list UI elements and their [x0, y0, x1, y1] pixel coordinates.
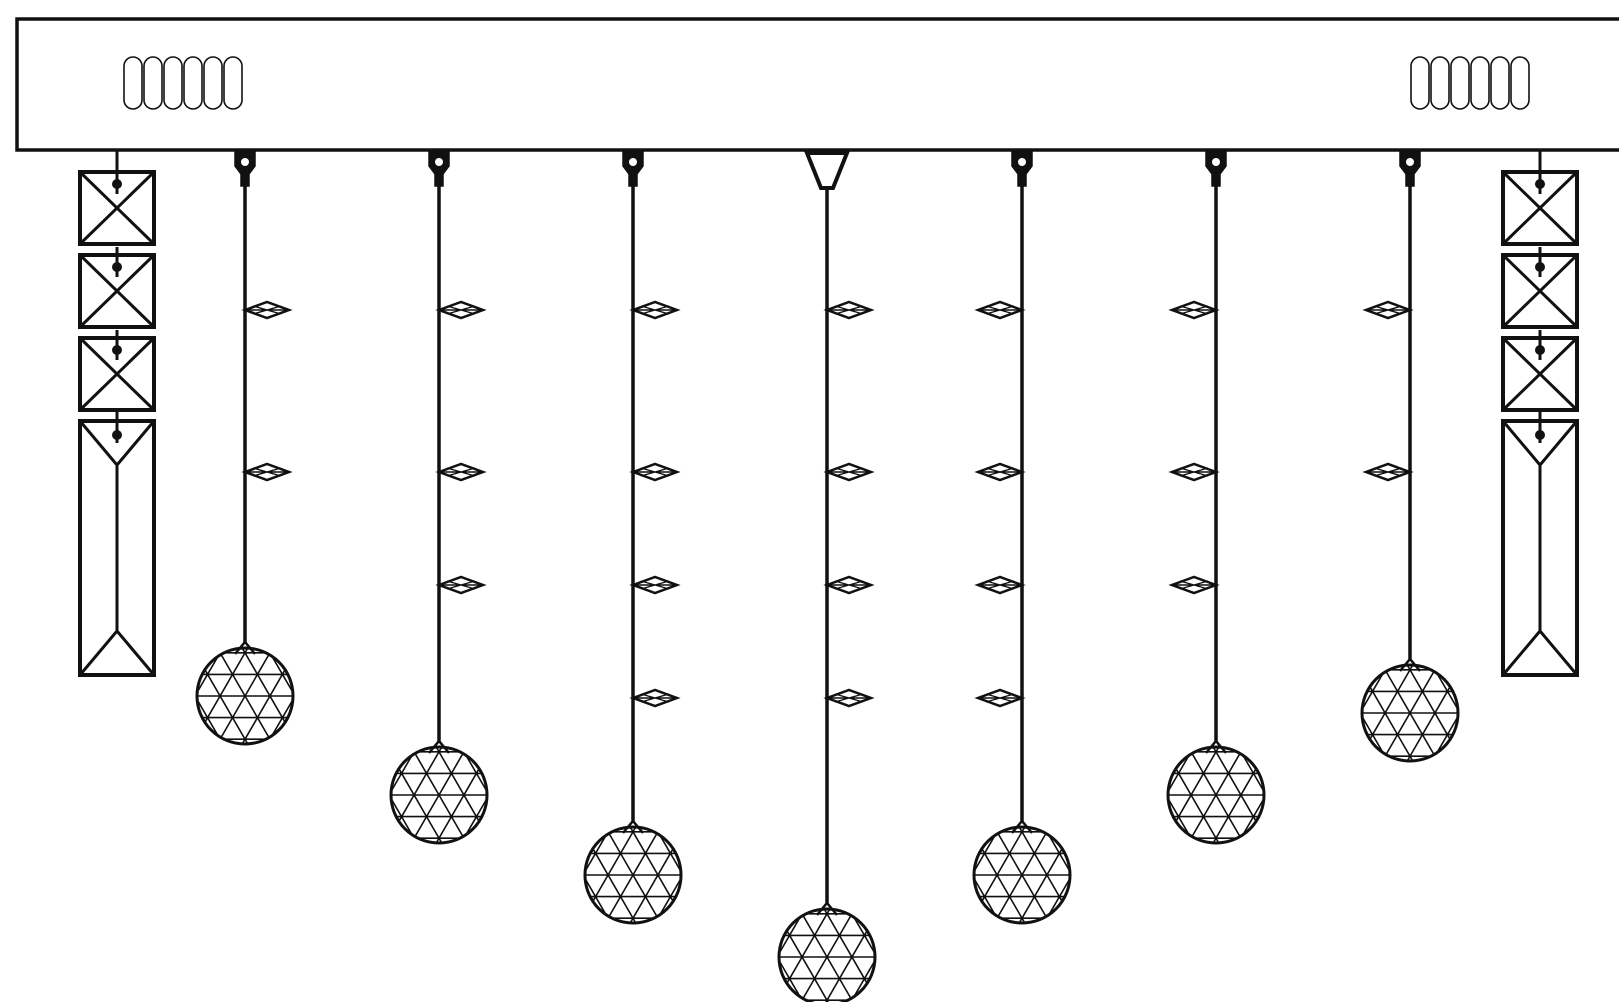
ornament-capsule [1470, 56, 1490, 110]
link-dot [1535, 179, 1545, 189]
clasp-eye [1406, 158, 1414, 166]
crystal-facets [978, 305, 1022, 315]
strand-4 [777, 151, 877, 1002]
ornament-capsule [1490, 56, 1510, 110]
clasp-eye [435, 158, 443, 166]
ball-facets [584, 826, 682, 924]
crystal-facets [827, 580, 871, 590]
crystal-facets [633, 580, 677, 590]
side-drop-right [1501, 150, 1579, 677]
crystal-facets [633, 305, 677, 315]
bead-cross [78, 336, 156, 412]
hook-clasp [1011, 151, 1033, 187]
ball-facets [196, 647, 294, 745]
ornament-capsule [123, 56, 143, 110]
strand-5 [972, 151, 1072, 925]
clasp-eye [1212, 158, 1220, 166]
side-drop-left [78, 150, 156, 677]
crystal-facets [1366, 305, 1410, 315]
rail-ornament-left [123, 56, 243, 110]
hook-clasp [234, 151, 256, 187]
hook-clasp [1205, 151, 1227, 187]
strand-6 [1166, 151, 1266, 845]
link-dot [112, 345, 122, 355]
ornament-capsule [203, 56, 223, 110]
rail-bar [15, 17, 1619, 152]
ornament-capsule [183, 56, 203, 110]
ring-clasp [804, 151, 850, 190]
bead-cross [1501, 170, 1579, 246]
crystal-facets [978, 580, 1022, 590]
crystal-facets [1172, 467, 1216, 477]
crystal-facets [439, 467, 483, 477]
crystal-facets [1172, 580, 1216, 590]
bead-cross [1501, 336, 1579, 412]
ornament-capsule [1450, 56, 1470, 110]
crystal-facets [633, 693, 677, 703]
ball-cap [622, 819, 644, 834]
ball-cap [428, 739, 450, 754]
ornament-capsule [223, 56, 243, 110]
bead-cross [1501, 253, 1579, 329]
crystal-facets [1172, 305, 1216, 315]
strands-group [195, 151, 1460, 1002]
ball-facets [778, 908, 876, 1002]
link-dot [112, 262, 122, 272]
clasp-eye [241, 158, 249, 166]
ball-cap [1011, 819, 1033, 834]
ball-cap [1399, 657, 1421, 672]
crystal-facets [439, 305, 483, 315]
crystal-facets [978, 693, 1022, 703]
ball-cap [1205, 739, 1227, 754]
prism-facets [78, 420, 156, 676]
ball-facets [1167, 746, 1265, 844]
rail-ornament-right [1410, 56, 1530, 110]
strand-2 [389, 151, 489, 845]
ball-cap [816, 901, 838, 916]
ball-facets [973, 826, 1071, 924]
ornament-capsule [1410, 56, 1430, 110]
link-dot [1535, 262, 1545, 272]
link-dot [112, 179, 122, 189]
hook-clasp [622, 151, 644, 187]
ornament-capsule [163, 56, 183, 110]
ornament-capsule [1510, 56, 1530, 110]
hook-clasp [1399, 151, 1421, 187]
link-dot [1535, 345, 1545, 355]
link-dot [112, 430, 122, 440]
strand-1 [195, 151, 295, 746]
crystal-facets [245, 305, 289, 315]
strand-7 [1360, 151, 1460, 763]
crystal-facets [978, 467, 1022, 477]
crystal-facets [827, 305, 871, 315]
bead-cross [78, 170, 156, 246]
strand-3 [583, 151, 683, 925]
link-dot [1535, 430, 1545, 440]
ornament-capsule [1430, 56, 1450, 110]
crystal-facets [1366, 467, 1410, 477]
ball-facets [390, 746, 488, 844]
ball-facets [1361, 664, 1459, 762]
crystal-facets [827, 467, 871, 477]
ornament-capsule [143, 56, 163, 110]
bead-cross [78, 253, 156, 329]
crystal-facets [439, 580, 483, 590]
hook-clasp [428, 151, 450, 187]
prism-facets [1501, 420, 1579, 676]
ball-cap [234, 640, 256, 655]
clasp-eye [1018, 158, 1026, 166]
clasp-eye [629, 158, 637, 166]
crystal-facets [633, 467, 677, 477]
crystal-facets [245, 467, 289, 477]
crystal-facets [827, 693, 871, 703]
